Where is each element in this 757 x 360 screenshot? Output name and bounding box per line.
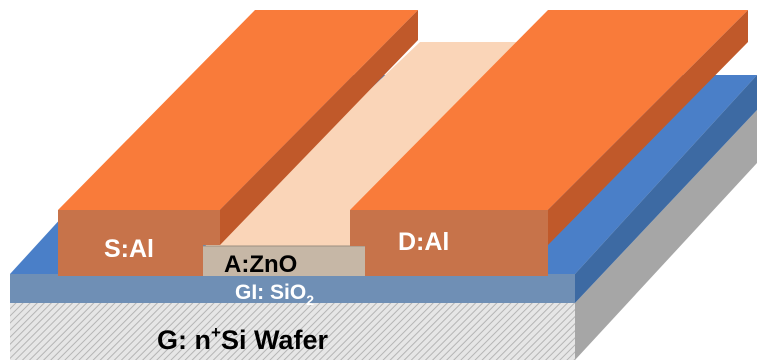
source-front-face (58, 210, 220, 276)
insulator-side-face (575, 75, 757, 303)
insulator-label: GI: SiO2 (235, 281, 314, 308)
source-side-face (220, 10, 418, 245)
source-electrode (58, 10, 418, 276)
substrate-side-face (575, 110, 757, 360)
source-top-face (58, 10, 418, 210)
drain-front-face (350, 210, 548, 276)
drain-label: D:Al (398, 228, 449, 256)
drain-side-face (548, 10, 748, 245)
substrate-label: G: n+Si Wafer (157, 323, 328, 355)
channel-label: A:ZnO (224, 251, 297, 278)
insulator-front-face (10, 274, 575, 303)
channel-front-face (203, 246, 365, 276)
channel-layer (203, 42, 520, 276)
channel-top-face (205, 42, 520, 246)
substrate-front-face (10, 303, 575, 360)
drain-electrode (350, 10, 748, 276)
source-label: S:Al (104, 235, 154, 263)
substrate-layer (10, 110, 757, 360)
drain-top-face (350, 10, 748, 210)
